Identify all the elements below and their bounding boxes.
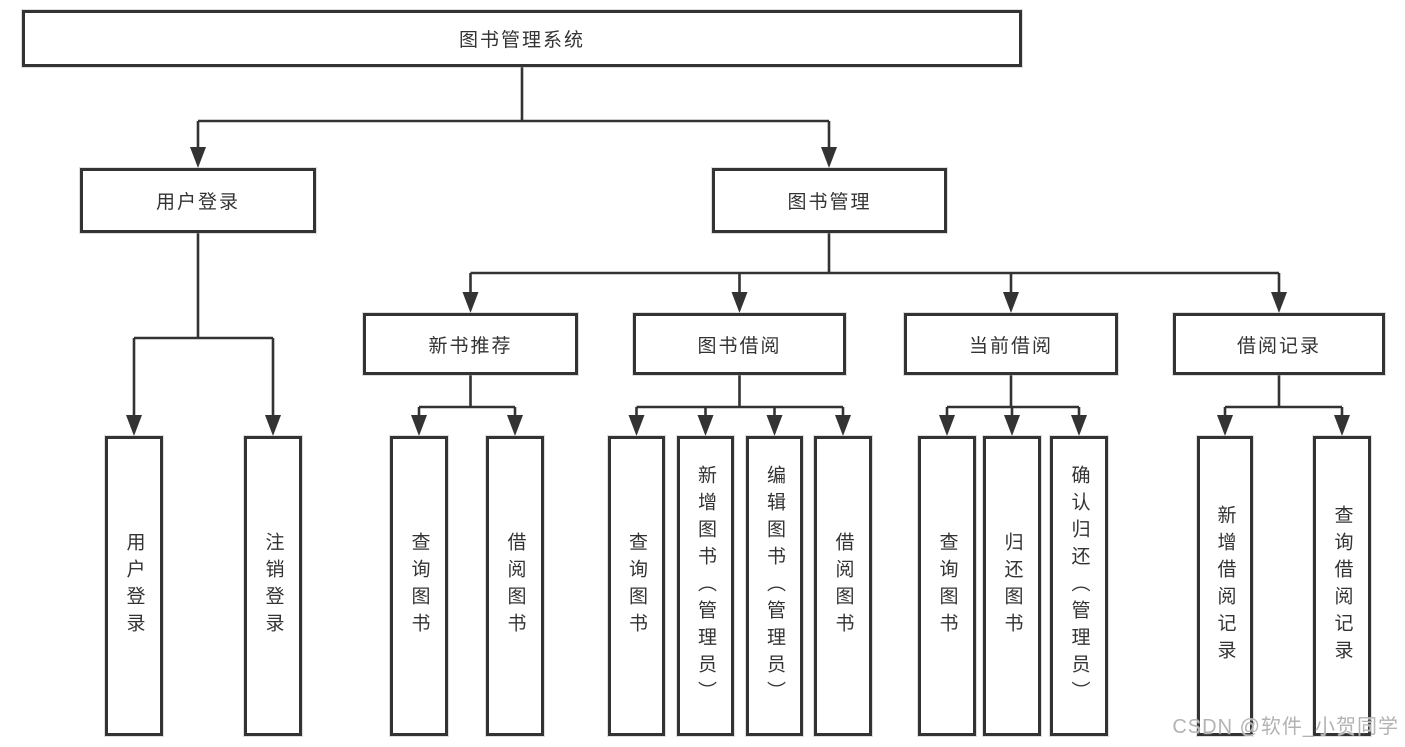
node-label: 借阅图书 <box>504 532 526 640</box>
node-current-borrowing: 当前借阅 <box>904 313 1118 375</box>
node-label: 借阅图书 <box>832 532 854 640</box>
node-query-books-current: 查询图书 <box>918 436 976 736</box>
node-add-books-admin: 新增图书（管理员） <box>677 436 734 736</box>
node-label: 图书借阅 <box>697 335 782 357</box>
node-user-login: 用户登录 <box>80 168 316 233</box>
node-label: 查询图书 <box>936 532 958 640</box>
node-label: 用户登录 <box>123 532 145 640</box>
node-label: 新增图书（管理员） <box>695 464 716 708</box>
node-label: 查询图书 <box>408 532 430 640</box>
node-query-borrow-record: 查询借阅记录 <box>1313 436 1371 736</box>
node-book-management-system: 图书管理系统 <box>22 10 1022 67</box>
node-label: 当前借阅 <box>968 335 1053 357</box>
node-label: 归还图书 <box>1001 532 1023 640</box>
node-book-management: 图书管理 <box>712 168 947 233</box>
node-borrowing-records: 借阅记录 <box>1173 313 1385 375</box>
watermark: CSDN @软件_小贺同学 <box>1172 716 1399 738</box>
node-book-borrowing: 图书借阅 <box>633 313 846 375</box>
node-label: 用户登录 <box>155 192 240 213</box>
node-edit-books-admin: 编辑图书（管理员） <box>746 436 803 736</box>
node-add-borrow-record: 新增借阅记录 <box>1197 436 1253 736</box>
node-logout: 注销登录 <box>244 436 302 736</box>
node-label: 确认归还（管理员） <box>1068 464 1090 708</box>
node-label: 图书管理系统 <box>458 30 585 51</box>
node-new-book-recommendation: 新书推荐 <box>363 313 578 375</box>
node-return-books: 归还图书 <box>983 436 1041 736</box>
node-label: 图书管理 <box>787 192 872 213</box>
node-label: 查询图书 <box>626 532 647 640</box>
node-user-login-leaf: 用户登录 <box>105 436 163 736</box>
node-label: 编辑图书（管理员） <box>764 464 785 708</box>
node-query-books-recommend: 查询图书 <box>390 436 448 736</box>
node-label: 查询借阅记录 <box>1331 505 1353 667</box>
node-label: 借阅记录 <box>1236 335 1321 357</box>
node-borrow-books-recommend: 借阅图书 <box>486 436 544 736</box>
node-confirm-return-admin: 确认归还（管理员） <box>1050 436 1108 736</box>
node-label: 新书推荐 <box>428 335 513 357</box>
node-label: 注销登录 <box>262 532 284 640</box>
node-borrow-books-leaf: 借阅图书 <box>814 436 872 736</box>
node-query-books-borrowing: 查询图书 <box>608 436 665 736</box>
node-label: 新增借阅记录 <box>1214 505 1236 667</box>
